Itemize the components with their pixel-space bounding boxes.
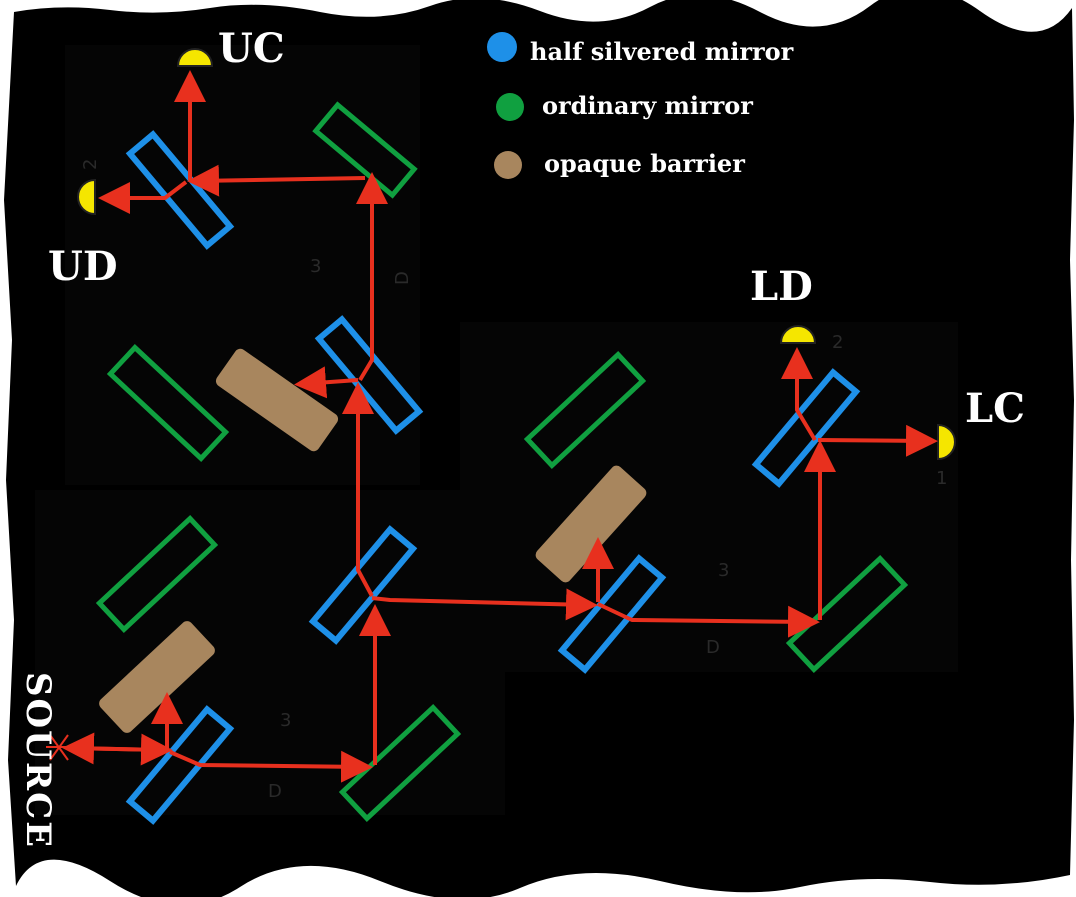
mark-2: 2	[80, 159, 101, 170]
beam-splitter2-right	[371, 588, 598, 621]
beam-to-ud	[98, 180, 188, 214]
mark-3: 3	[718, 560, 729, 581]
legend-half-silvered-mirror-label: half silvered mirror	[530, 37, 794, 66]
mark-d: D	[392, 271, 413, 285]
mark-2: 2	[832, 332, 843, 353]
label-uc: UC	[218, 25, 285, 72]
ordinary-mirror	[785, 555, 909, 673]
beam-top-mirror-left	[187, 164, 366, 197]
beam-splitter3-up	[356, 172, 388, 382]
opaque-barrier	[215, 348, 339, 452]
detector-lc-icon	[937, 423, 956, 461]
beam-splitter2-up	[342, 382, 374, 597]
legend-half-silvered-mirror-swatch	[487, 32, 517, 62]
label-lc: LC	[965, 385, 1025, 432]
label-ld: LD	[750, 263, 813, 310]
beam-splitter3-left	[294, 366, 359, 399]
ordinary-mirror	[106, 344, 230, 462]
opaque-barrier	[99, 621, 215, 733]
legend-opaque-barrier-swatch	[494, 151, 522, 179]
detector-ud-icon	[77, 178, 96, 216]
mark-d: D	[706, 637, 720, 658]
ordinary-mirror	[312, 101, 418, 199]
legend-opaque-barrier-label: opaque barrier	[544, 149, 745, 178]
ordinary-mirror	[95, 515, 219, 633]
detector-uc-icon	[176, 48, 214, 67]
beam-source-back	[62, 732, 166, 765]
ordinary-mirror	[523, 351, 647, 469]
mark-d: D	[268, 781, 282, 802]
beam-splitter4-right	[597, 602, 820, 638]
beam-to-ld	[781, 347, 817, 442]
label-source: SOURCE	[18, 672, 58, 849]
ordinary-mirror	[338, 704, 462, 822]
mark-3: 3	[280, 710, 291, 731]
half-silvered-mirror	[308, 525, 418, 645]
beam-to-lc	[817, 424, 938, 457]
opaque-barrier	[535, 465, 647, 583]
upper-box	[65, 45, 420, 485]
label-ud: UD	[48, 243, 118, 290]
mark-1: 1	[936, 468, 947, 489]
beam-splitter1-right	[169, 750, 373, 783]
half-silvered-mirror	[751, 368, 861, 488]
detector-ld-icon	[779, 325, 817, 344]
legend-ordinary-mirror-label: ordinary mirror	[542, 91, 753, 120]
legend-ordinary-mirror-swatch	[496, 93, 524, 121]
mark-3: 3	[310, 256, 321, 277]
